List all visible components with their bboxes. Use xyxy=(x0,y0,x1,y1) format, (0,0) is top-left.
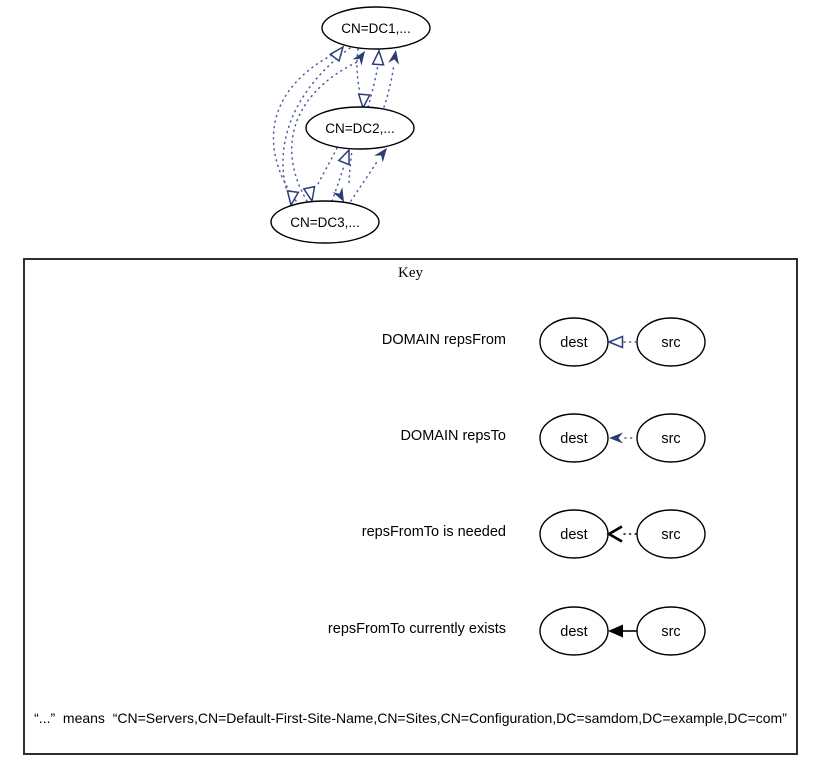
node-dc2: CN=DC2,... xyxy=(305,106,415,150)
legend-sample-needed: dest src xyxy=(539,509,706,559)
legend-sample-repsto: dest src xyxy=(539,413,706,463)
dest-label: dest xyxy=(560,624,587,640)
legend-row-exists: repsFromTo currently exists dest src xyxy=(25,603,796,659)
legend-label: repsFromTo is needed xyxy=(361,524,506,540)
edge-dc3-dc1-repsto xyxy=(291,61,358,202)
vee-arrow-icon xyxy=(606,525,623,543)
key-title: Key xyxy=(398,265,423,281)
node-dc1: CN=DC1,... xyxy=(321,6,431,50)
node-dc1-label: CN=DC1,... xyxy=(341,21,410,36)
dest-label: dest xyxy=(560,335,587,351)
legend-sample-repsfrom: dest src xyxy=(539,317,706,367)
repsto-arrow-icon xyxy=(352,51,365,66)
legend-row-repsfrom: DOMAIN repsFrom dest src xyxy=(25,314,796,370)
node-dc2-label: CN=DC2,... xyxy=(325,121,394,136)
legend-sample-exists: dest src xyxy=(539,606,706,656)
repsto-arrow-icon xyxy=(332,187,344,202)
solid-arrow-icon xyxy=(608,624,623,638)
replication-graph: CN=DC1,... CN=DC2,... CN=DC3,... xyxy=(0,0,824,256)
edge-dc2-dc1-repsfrom xyxy=(367,64,379,108)
repsfrom-arrow-icon xyxy=(607,335,624,349)
edge-dc2-dc1-repsto xyxy=(383,63,395,108)
key-box: Key DOMAIN repsFrom dest src DOMAIN reps… xyxy=(23,258,798,755)
repsfrom-arrow-icon xyxy=(371,49,385,66)
repsfrom-arrow-icon xyxy=(302,185,316,203)
repsto-arrow-icon xyxy=(609,432,623,444)
edge-dc3-dc2-repsto xyxy=(350,159,379,202)
edge-dc1-dc2-repsfrom xyxy=(356,48,361,94)
repsfrom-arrow-icon xyxy=(357,93,371,110)
edge-dc2-dc3-repsfrom xyxy=(316,147,338,187)
src-label: src xyxy=(661,335,680,351)
repsto-arrow-icon xyxy=(388,50,399,65)
node-dc3-label: CN=DC3,... xyxy=(290,215,359,230)
repsto-arrow-icon xyxy=(374,148,387,163)
src-label: src xyxy=(661,624,680,640)
edge-dc3-dc2-repsfrom xyxy=(331,165,345,202)
graph-canvas: CN=DC1,... CN=DC2,... CN=DC3,... xyxy=(270,6,431,244)
graph-arrowheads xyxy=(286,45,399,207)
legend-row-repsto: DOMAIN repsTo dest src xyxy=(25,410,796,466)
edge-dc2-dc3-repsto xyxy=(348,147,353,187)
edge-dc1-dc3-repsfrom xyxy=(282,47,351,189)
node-dc3: CN=DC3,... xyxy=(270,200,380,244)
dest-label: dest xyxy=(560,431,587,447)
ellipsis-meaning-note: “...” means “CN=Servers,CN=Default-First… xyxy=(34,710,787,726)
legend-label: repsFromTo currently exists xyxy=(327,621,506,637)
src-label: src xyxy=(661,527,680,543)
repsfrom-arrow-icon xyxy=(286,189,300,207)
repsfrom-arrow-icon xyxy=(337,148,350,166)
src-label: src xyxy=(661,431,680,447)
dest-label: dest xyxy=(560,527,587,543)
legend-row-needed: repsFromTo is needed dest src xyxy=(25,506,796,562)
legend-label: DOMAIN repsFrom xyxy=(381,332,506,348)
repsfrom-arrow-icon xyxy=(329,45,345,63)
legend-label: DOMAIN repsTo xyxy=(400,428,506,444)
